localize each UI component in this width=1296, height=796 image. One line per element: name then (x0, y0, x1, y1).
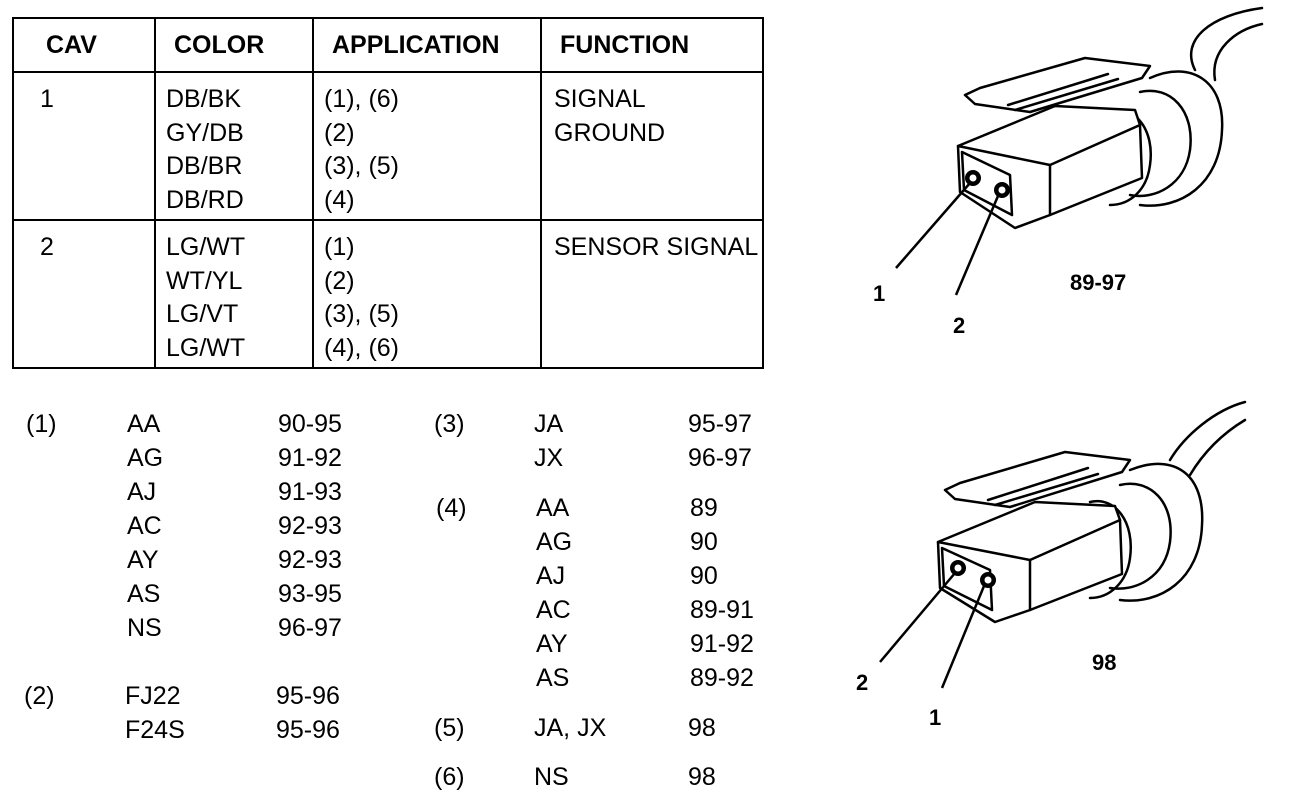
note-code: AY (536, 630, 568, 658)
note-years: 95-96 (276, 682, 340, 710)
cav-cell: 2 (12, 220, 156, 368)
application-value: (1), (6) (324, 85, 399, 113)
note-years: 98 (688, 763, 716, 791)
note-years: 96-97 (278, 614, 342, 642)
note-key-2: (2) (24, 682, 55, 710)
note-code: AJ (127, 478, 157, 506)
note-key-1: (1) (26, 410, 57, 438)
note-code: AC (127, 512, 162, 540)
note-years: 92-93 (278, 512, 342, 540)
note-code: AA (536, 494, 570, 522)
color-value: LG/VT (166, 300, 239, 328)
function-cell: SIGNAL GROUND (540, 72, 764, 221)
application-cell: (1), (6) (2) (3), (5) (4) (312, 72, 542, 221)
application-cell: (1) (2) (3), (5) (4), (6) (312, 220, 542, 368)
connector-98-illustration (879, 400, 1247, 689)
note-code: NS (534, 763, 569, 791)
note-years: 93-95 (278, 580, 342, 608)
year-label-bottom: 98 (1092, 650, 1117, 675)
pinout-table: CAV COLOR APPLICATION FUNCTION 1 DB/BK G… (12, 17, 764, 369)
color-value: DB/RD (166, 185, 244, 214)
color-value: GY/DB (166, 118, 244, 147)
color-value: DB/BR (166, 152, 243, 180)
application-value: (4), (6) (324, 333, 399, 362)
note-years: 90-95 (278, 410, 342, 438)
note-key-6: (6) (434, 763, 465, 791)
note-code: F24S (125, 716, 185, 744)
header-cav: CAV (12, 18, 156, 73)
note-code: FJ22 (125, 682, 181, 710)
note-code: JX (534, 444, 564, 472)
note-code: AG (536, 528, 573, 556)
application-value: (3), (5) (324, 300, 399, 328)
note-years: 98 (688, 714, 716, 742)
note-key-5: (5) (434, 714, 465, 742)
note-key-3: (3) (434, 410, 465, 438)
note-years: 90 (690, 528, 718, 556)
color-cell: LG/WT WT/YL LG/VT LG/WT (154, 220, 314, 368)
note-code: AG (127, 444, 164, 472)
color-value: LG/WT (166, 333, 246, 362)
pin-label-b-bottom: 1 (929, 705, 942, 730)
application-value: (3), (5) (324, 152, 399, 180)
application-value: (2) (324, 266, 355, 295)
note-code: AS (127, 580, 161, 608)
note-years: 91-93 (278, 478, 342, 506)
connector-89-97-illustration (895, 6, 1264, 296)
color-value: DB/BK (166, 85, 242, 113)
note-years: 95-97 (688, 410, 752, 438)
note-years: 89 (690, 494, 718, 522)
pin-label-a-top: 1 (873, 281, 886, 306)
note-years: 92-93 (278, 546, 342, 574)
note-years: 96-97 (688, 444, 752, 472)
table-row: 2 LG/WT WT/YL LG/VT LG/WT (1) (2) (3), (… (12, 220, 764, 368)
function-cell: SENSOR SIGNAL (540, 220, 764, 368)
year-label-top: 89-97 (1070, 270, 1127, 295)
note-years: 91-92 (690, 630, 754, 658)
application-value: (1) (324, 233, 355, 261)
note-code: AJ (536, 562, 566, 590)
color-cell: DB/BK GY/DB DB/BR DB/RD (154, 72, 314, 221)
header-application: APPLICATION (312, 18, 542, 73)
header-function: FUNCTION (540, 18, 764, 73)
cav-cell: 1 (12, 72, 156, 221)
table-row: 1 DB/BK GY/DB DB/BR DB/RD (1), (6) (2) (… (12, 72, 764, 221)
note-key-4: (4) (436, 494, 467, 522)
note-years: 89-92 (690, 664, 754, 692)
note-code: AS (536, 664, 570, 692)
color-value: WT/YL (166, 266, 243, 295)
note-code: NS (127, 614, 162, 642)
note-years: 91-92 (278, 444, 342, 472)
note-years: 95-96 (276, 716, 340, 744)
note-code: JA, JX (534, 714, 607, 742)
application-value: (2) (324, 118, 355, 147)
note-code: AC (536, 596, 571, 624)
header-color: COLOR (154, 18, 314, 73)
color-value: LG/WT (166, 233, 246, 261)
note-years: 89-91 (690, 596, 754, 624)
note-code: AA (127, 410, 161, 438)
note-code: JA (534, 410, 564, 438)
note-years: 90 (690, 562, 718, 590)
note-code: AY (127, 546, 159, 574)
pin-label-a-bottom: 2 (856, 670, 869, 695)
pin-label-b-top: 2 (953, 313, 966, 338)
table-header-row: CAV COLOR APPLICATION FUNCTION (12, 18, 764, 73)
application-value: (4) (324, 185, 355, 214)
